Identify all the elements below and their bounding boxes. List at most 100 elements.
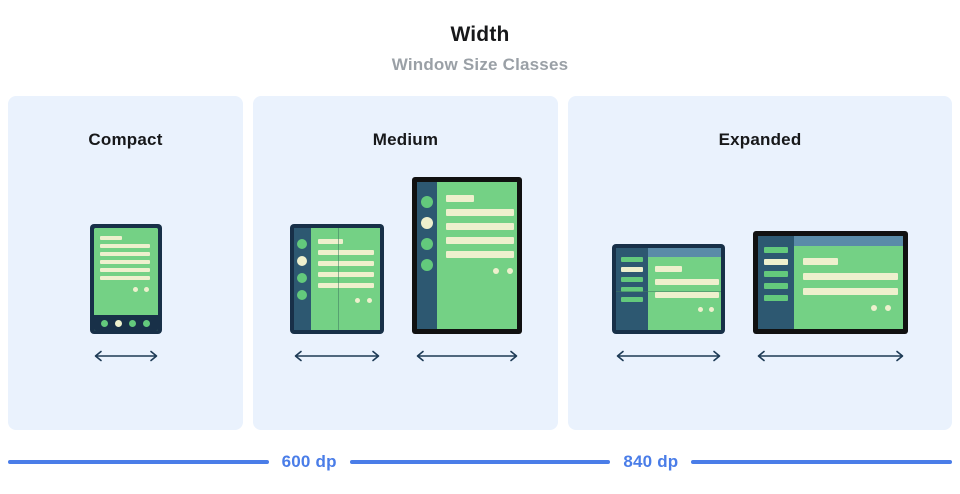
device-group-expanded (568, 231, 952, 364)
content-bar (317, 283, 374, 288)
sidebar-bar (621, 297, 643, 302)
sidebar-bar (621, 287, 643, 292)
content-bar (655, 279, 719, 285)
foldable-sidebar (293, 228, 311, 330)
foldable-screen (293, 228, 380, 330)
content-bar (317, 250, 374, 255)
phone-content (93, 228, 158, 315)
resize-arrow-icon (94, 350, 157, 362)
tablet-screen (416, 182, 517, 329)
content-bar (655, 266, 682, 272)
tablet-device-frame (411, 177, 522, 334)
sidebar-dot-active (297, 256, 307, 266)
tablet-sidebar (416, 182, 437, 329)
foldable-content (310, 228, 380, 330)
phone-screen (93, 228, 158, 331)
foldable-landscape-frame (612, 244, 725, 334)
sidebar-dot (420, 238, 433, 250)
sidebar-dot (420, 259, 433, 271)
fold-crease (616, 291, 721, 292)
content-bar (99, 276, 150, 280)
tablet-landscape-sidebar (758, 236, 794, 329)
page-subtitle: Window Size Classes (391, 55, 569, 75)
content-bar (99, 244, 150, 248)
content-bar (803, 258, 838, 265)
breakpoint-label-840: 840 dp (623, 452, 679, 471)
breakpoint-label-600: 600 dp (281, 452, 337, 471)
resize-arrow-icon (416, 350, 517, 362)
phone-bottom-nav (93, 315, 158, 331)
panel-expanded: Expanded (568, 96, 952, 430)
content-bar (445, 223, 514, 230)
tablet-landscape-content (794, 236, 903, 329)
foldable-device-frame (289, 224, 384, 334)
sidebar-bar-active (621, 267, 643, 272)
phone-device-frame (89, 224, 162, 334)
scale-line-segment (349, 460, 611, 464)
content-bar (317, 239, 343, 244)
content-bar (99, 252, 150, 256)
content-bar (99, 268, 150, 272)
content-dot (143, 287, 149, 292)
panel-title-expanded: Expanded (718, 130, 802, 149)
content-dot (366, 298, 372, 303)
sidebar-bar (764, 271, 788, 277)
sidebar-bar (764, 295, 788, 301)
size-class-panels: Compact (8, 96, 952, 430)
device-foldable-expanded (612, 244, 725, 364)
resize-arrow-icon (616, 350, 721, 362)
scale-line-segment (8, 460, 269, 464)
sidebar-bar (621, 277, 643, 282)
tablet-landscape-screen (758, 236, 903, 329)
content-dot (885, 305, 891, 311)
content-bar (317, 261, 374, 266)
content-bar (803, 273, 898, 280)
nav-dot (129, 319, 137, 327)
content-bar (445, 209, 514, 216)
content-dot (354, 298, 360, 303)
device-tablet-medium (411, 177, 522, 364)
sidebar-bar (621, 257, 643, 262)
page-header: Width Window Size Classes (0, 0, 960, 75)
device-group-medium (253, 177, 558, 364)
content-dot (132, 287, 138, 292)
content-dot (698, 307, 703, 312)
content-bar (445, 195, 474, 202)
page-title: Width (450, 23, 510, 46)
sidebar-bar-active (764, 259, 788, 265)
foldable-landscape-content (648, 248, 721, 330)
device-tablet-expanded (753, 231, 908, 364)
nav-dot (143, 319, 151, 327)
sidebar-dot-active (420, 217, 433, 229)
content-bar (655, 292, 719, 298)
fold-crease (337, 228, 339, 330)
panel-medium: Medium (253, 96, 558, 430)
device-phone-compact (89, 224, 162, 364)
content-bar (445, 237, 514, 244)
panel-compact: Compact (8, 96, 243, 430)
sidebar-bar (764, 247, 788, 253)
content-dot (492, 268, 499, 274)
sidebar-bar (764, 283, 788, 289)
panel-title-compact: Compact (88, 130, 163, 149)
resize-arrow-icon (757, 350, 904, 362)
sidebar-dot (297, 239, 307, 249)
content-dot (709, 307, 714, 312)
content-bar (803, 288, 898, 295)
nav-dot-active (114, 319, 122, 327)
content-bar (99, 260, 150, 264)
device-foldable-medium (289, 224, 384, 364)
sidebar-dot (420, 196, 433, 208)
content-bar (317, 272, 374, 277)
tablet-content (436, 182, 517, 329)
content-dot (871, 305, 877, 311)
foldable-landscape-sidebar (616, 248, 648, 330)
content-dot (506, 268, 513, 274)
foldable-landscape-screen (616, 248, 721, 330)
app-header-strip (794, 236, 903, 246)
content-bar (445, 251, 514, 258)
device-group-compact (8, 224, 243, 364)
nav-dot (100, 319, 108, 327)
scale-line-segment (691, 460, 952, 464)
sidebar-dot (297, 273, 307, 283)
